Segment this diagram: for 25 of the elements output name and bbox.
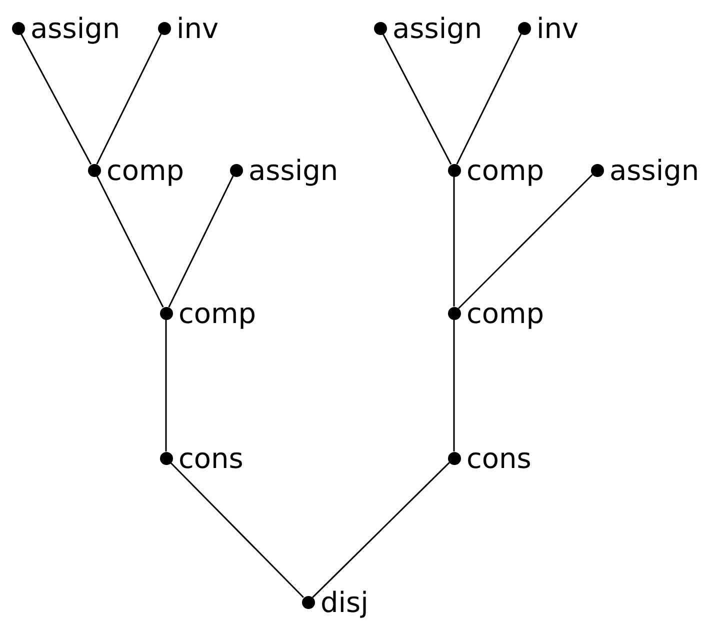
node-label: comp <box>106 154 184 186</box>
node-label: disj <box>320 586 368 618</box>
tree-edge <box>96 175 164 308</box>
node-label: inv <box>536 12 579 44</box>
tree-edge <box>453 176 455 306</box>
node-label: assign <box>248 154 338 186</box>
node-label: comp <box>466 296 544 330</box>
tree-edge <box>170 462 304 598</box>
node-label: comp <box>466 154 544 186</box>
tree-edge <box>168 176 234 308</box>
node-label: inv <box>176 12 219 44</box>
tree-edge <box>453 320 455 452</box>
tree-edge <box>20 33 92 165</box>
node-label: assign <box>610 154 700 186</box>
tree-edge <box>165 320 167 452</box>
node-label: cons <box>178 442 244 474</box>
node-label: comp <box>178 296 256 330</box>
tree-edge <box>312 462 450 598</box>
tree-edge <box>458 174 593 309</box>
node-label: cons <box>466 442 532 474</box>
tree-edge <box>96 34 162 164</box>
tree-edge <box>382 33 452 165</box>
node-label: assign <box>392 12 482 44</box>
tree-edge <box>456 34 522 164</box>
node-label: assign <box>30 12 120 44</box>
